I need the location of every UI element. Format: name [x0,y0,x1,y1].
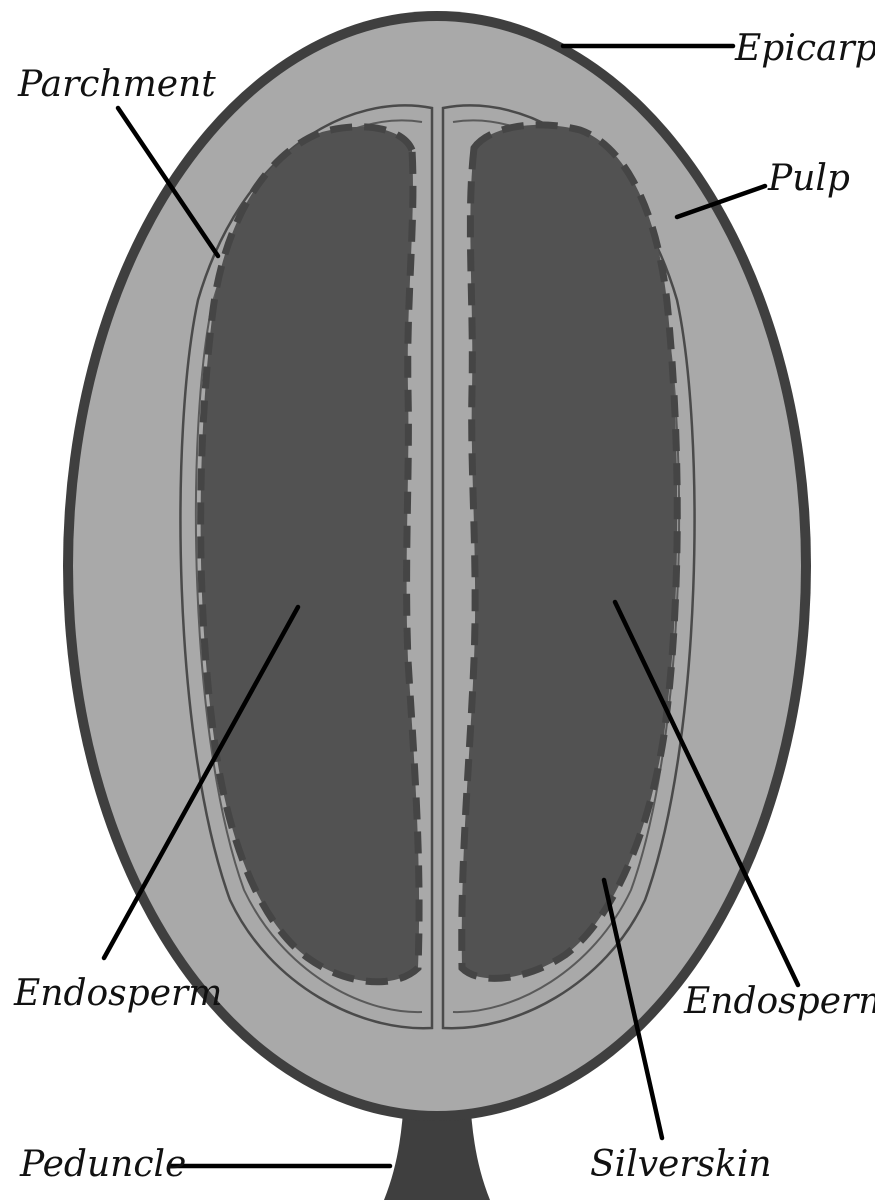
label-pulp: Pulp [767,158,850,199]
label-epicarp: Epicarp [734,28,875,69]
label-endosperm-left: Endosperm [13,973,222,1014]
label-parchment: Parchment [17,64,216,105]
label-silverskin: Silverskin [590,1144,772,1185]
label-peduncle: Peduncle [19,1144,186,1185]
label-endosperm-right: Endosperm [683,981,875,1022]
